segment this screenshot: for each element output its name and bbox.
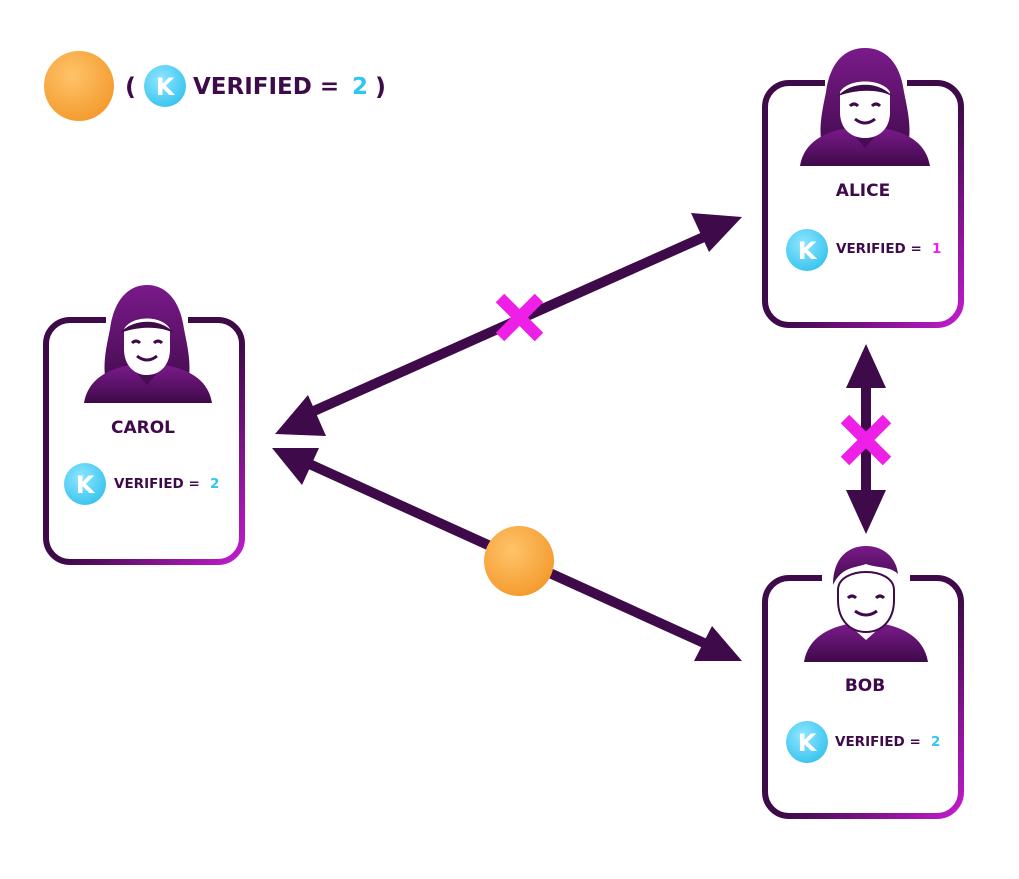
carol-verified-value: 2 [210, 476, 219, 492]
blocked-x-icon [840, 414, 892, 466]
alice-k-badge-icon: K [786, 229, 828, 271]
legend-verified-value: 2 [352, 74, 368, 100]
bob-name: BOB [845, 676, 885, 696]
connection-carol-alice [275, 213, 742, 436]
connection-carol-bob [272, 448, 742, 661]
node-bob: BOB K VERIFIED = 2 [762, 546, 964, 819]
male-avatar-icon [804, 546, 928, 662]
token-icon [484, 526, 554, 596]
blocked-x-icon [495, 293, 544, 342]
node-alice: ALICE K VERIFIED = 1 [762, 48, 964, 328]
carol-name: CAROL [111, 418, 175, 438]
bob-k-badge-icon: K [786, 721, 828, 763]
bob-verified-label: VERIFIED = [835, 734, 921, 750]
carol-k-badge-icon: K [64, 463, 106, 505]
carol-verified-label: VERIFIED = [114, 476, 200, 492]
legend-open-paren: ( [125, 73, 136, 101]
arrowhead-to-bob [694, 626, 742, 661]
legend: ( K VERIFIED = 2 ) [44, 51, 386, 121]
legend-k-badge-icon: K [144, 65, 186, 107]
svg-text:K: K [76, 471, 96, 499]
alice-verified-label: VERIFIED = [836, 241, 922, 257]
legend-verified-label: VERIFIED = [193, 74, 339, 100]
svg-text:K: K [798, 237, 818, 265]
legend-close-paren: ) [375, 73, 386, 101]
alice-name: ALICE [836, 181, 890, 201]
legend-token-icon [44, 51, 114, 121]
svg-text:K: K [798, 729, 818, 757]
node-carol: CAROL K VERIFIED = 2 [43, 285, 245, 565]
arrowhead-to-bob-vertical [846, 490, 886, 534]
bob-verified-value: 2 [931, 734, 940, 750]
connection-alice-bob [840, 344, 892, 534]
arrowhead-to-alice-vertical [846, 344, 886, 388]
arrowhead-to-carol [275, 395, 326, 436]
alice-verified-value: 1 [932, 241, 941, 257]
arrowhead-to-alice [691, 213, 742, 252]
svg-text:K: K [156, 73, 176, 101]
arrowhead-to-carol-lower [272, 448, 319, 485]
